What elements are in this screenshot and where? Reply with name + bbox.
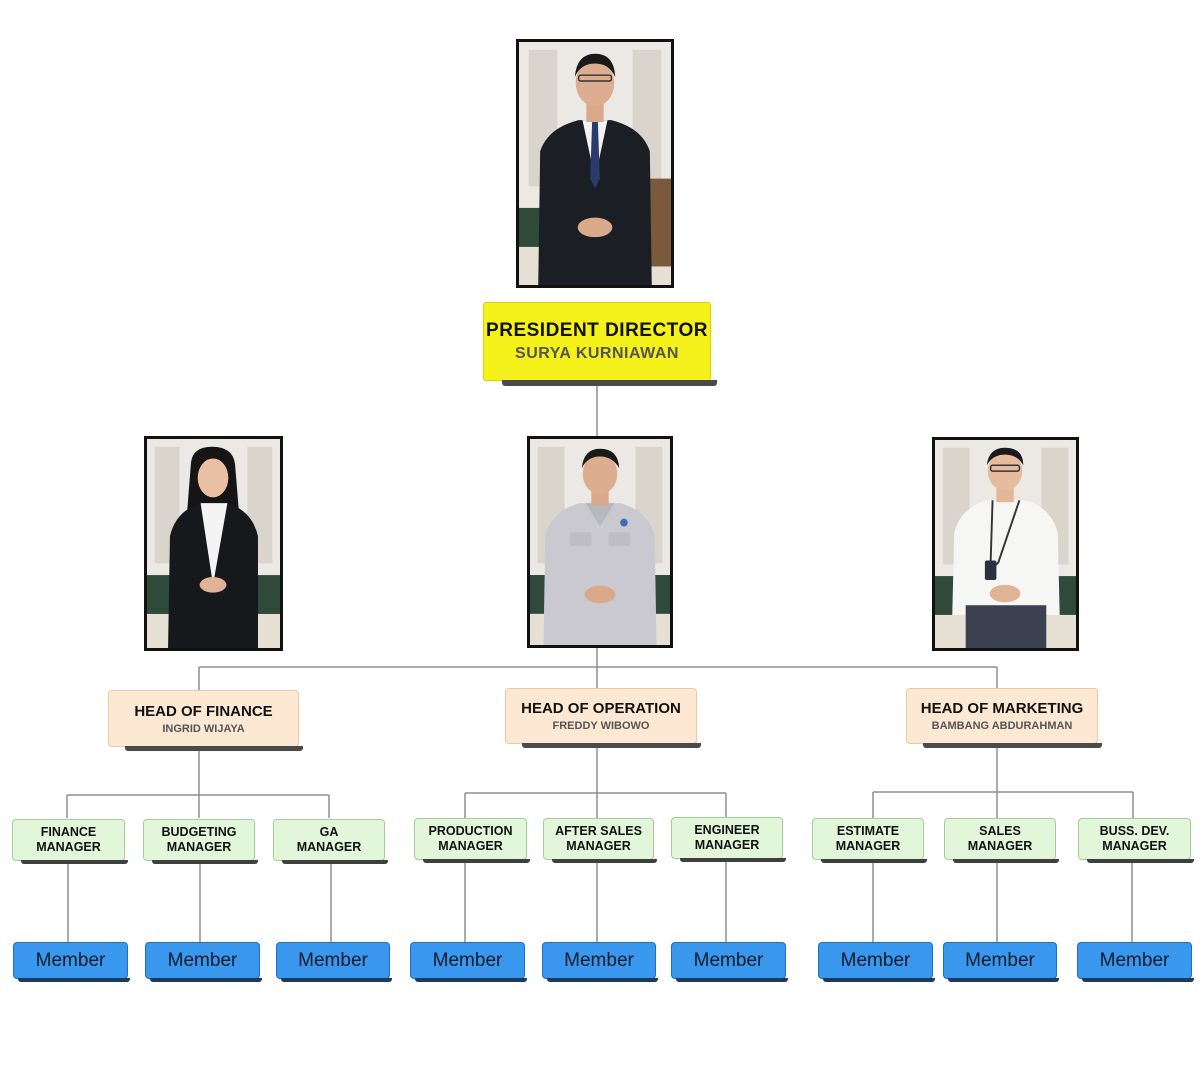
manager-title: FINANCE MANAGER [36, 825, 101, 854]
member-label: Member [840, 949, 911, 971]
president-director-box: PRESIDENT DIRECTOR SURYA KURNIAWAN [483, 302, 717, 386]
head-name: FREDDY WIBOWO [552, 720, 650, 732]
member-label: Member [298, 949, 368, 971]
president-name: SURYA KURNIAWAN [515, 345, 679, 362]
head-name: BAMBANG ABDURAHMAN [931, 720, 1073, 732]
member-label: Member [167, 949, 238, 971]
member-box: Member [542, 942, 658, 982]
manager-title: AFTER SALES MANAGER [555, 824, 642, 853]
finance-manager-box: FINANCE MANAGER [12, 819, 128, 864]
member-label: Member [432, 949, 503, 971]
head-operation-photo [527, 436, 673, 648]
member-box: Member [943, 942, 1059, 982]
member-label: Member [965, 949, 1035, 971]
head-finance-photo [144, 436, 283, 651]
president-title: PRESIDENT DIRECTOR [486, 320, 708, 341]
head-name: INGRID WIJAYA [162, 722, 245, 735]
manager-title: GA MANAGER [296, 825, 362, 854]
manager-title: SALES MANAGER [967, 824, 1033, 853]
member-label: Member [1099, 949, 1170, 971]
manager-title: BUDGETING MANAGER [161, 825, 237, 854]
engineer-manager-box: ENGINEER MANAGER [671, 817, 786, 862]
member-label: Member [693, 949, 764, 971]
president-photo [516, 39, 674, 288]
head-marketing-photo [932, 437, 1079, 651]
member-box: Member [145, 942, 262, 982]
manager-title: BUSS. DEV. MANAGER [1099, 824, 1170, 853]
head-title: HEAD OF FINANCE [134, 702, 273, 720]
ga-manager-box: GA MANAGER [273, 819, 388, 864]
member-box: Member [1077, 942, 1194, 982]
member-box: Member [13, 942, 130, 982]
after-sales-manager-box: AFTER SALES MANAGER [543, 818, 657, 863]
production-manager-box: PRODUCTION MANAGER [414, 818, 530, 863]
head-of-operation-box: HEAD OF OPERATION FREDDY WIBOWO [505, 688, 701, 748]
sales-manager-box: SALES MANAGER [944, 818, 1059, 863]
member-box: Member [818, 942, 935, 982]
head-title: HEAD OF OPERATION [521, 700, 681, 717]
budgeting-manager-box: BUDGETING MANAGER [143, 819, 258, 864]
member-box: Member [276, 942, 392, 982]
buss-dev-manager-box: BUSS. DEV. MANAGER [1078, 818, 1194, 863]
member-label: Member [564, 949, 634, 971]
head-title: HEAD OF MARKETING [920, 700, 1084, 717]
member-box: Member [671, 942, 788, 982]
manager-title: PRODUCTION MANAGER [428, 824, 513, 853]
member-label: Member [35, 949, 106, 971]
manager-title: ESTIMATE MANAGER [835, 824, 901, 853]
head-of-marketing-box: HEAD OF MARKETING BAMBANG ABDURAHMAN [906, 688, 1102, 748]
manager-title: ENGINEER MANAGER [694, 823, 760, 852]
head-of-finance-box: HEAD OF FINANCE INGRID WIJAYA [108, 690, 303, 751]
member-box: Member [410, 942, 527, 982]
estimate-manager-box: ESTIMATE MANAGER [812, 818, 927, 863]
